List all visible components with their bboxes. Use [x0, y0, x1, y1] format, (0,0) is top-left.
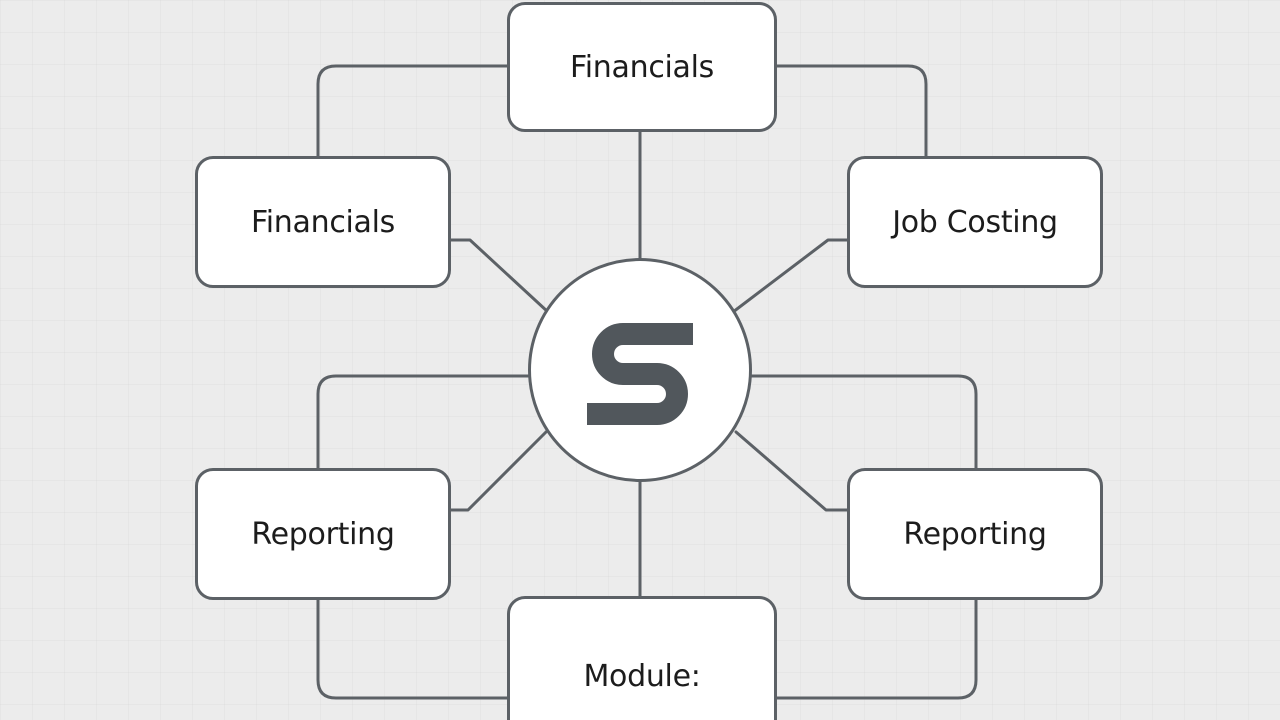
- module-label-bottom-right: Reporting: [903, 516, 1047, 552]
- module-label-right: Job Costing: [892, 204, 1058, 240]
- connector-hub-to-bottom-left-box: [316, 374, 530, 470]
- module-box-right: Job Costing: [847, 156, 1103, 288]
- connector-bottom-left-to-bottom: [316, 598, 509, 700]
- module-box-top: Financials: [507, 2, 777, 132]
- module-label-bottom-left: Reporting: [251, 516, 395, 552]
- connector-bottom-right-to-bottom: [775, 598, 978, 700]
- module-box-bottom-right: Reporting: [847, 468, 1103, 600]
- module-label-bottom: Module:: [583, 658, 701, 694]
- connector-hub-right: [731, 238, 849, 314]
- connector-hub-to-bottom-right-box: [750, 374, 978, 470]
- connector-top-to-left: [316, 64, 509, 158]
- hub-circle: [528, 258, 752, 482]
- connector-hub-bottom-left: [449, 430, 548, 512]
- connector-hub-bottom-right: [734, 430, 849, 512]
- connector-hub-left: [449, 238, 550, 314]
- connector-top-to-right: [775, 64, 928, 158]
- module-label-left: Financials: [251, 204, 395, 240]
- module-box-bottom-left: Reporting: [195, 468, 451, 600]
- module-label-top: Financials: [570, 49, 714, 85]
- s-logo-icon: [587, 323, 693, 425]
- module-box-bottom: Module:: [507, 596, 777, 720]
- module-box-left: Financials: [195, 156, 451, 288]
